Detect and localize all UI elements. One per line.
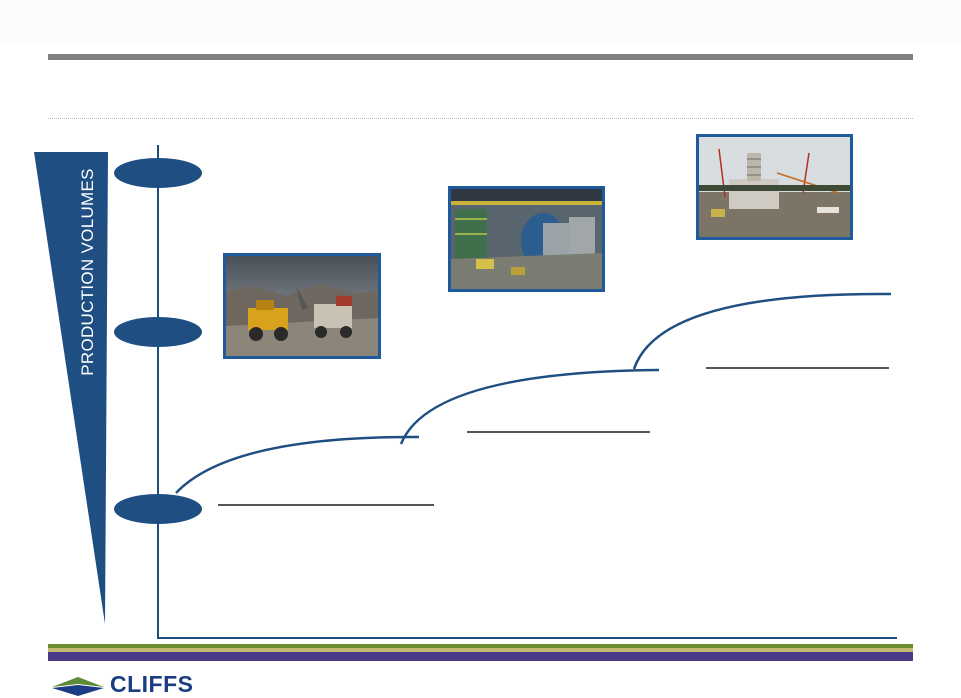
- cliffs-logo-icon: [52, 677, 104, 696]
- production-volume-wedge: [34, 152, 108, 624]
- footer-stripes: [48, 644, 913, 661]
- level-marker-low: [114, 494, 202, 524]
- grinding-mill-plant-photo: [448, 186, 605, 292]
- level-marker-high: [114, 158, 202, 188]
- growth-curve-stage-2: [399, 368, 660, 445]
- growth-curve-stage-3: [632, 292, 892, 370]
- growth-curve-stage-1: [175, 435, 420, 494]
- header-band: [0, 0, 961, 44]
- title-bar: [48, 54, 913, 60]
- title-divider: [48, 118, 913, 119]
- production-volumes-label: PRODUCTION VOLUMES: [78, 168, 97, 376]
- construction-site-photo: [696, 134, 853, 240]
- cliffs-logo-text: CLIFFS: [110, 671, 194, 697]
- level-marker-mid: [114, 317, 202, 347]
- haul-truck-mining-photo: [223, 253, 381, 359]
